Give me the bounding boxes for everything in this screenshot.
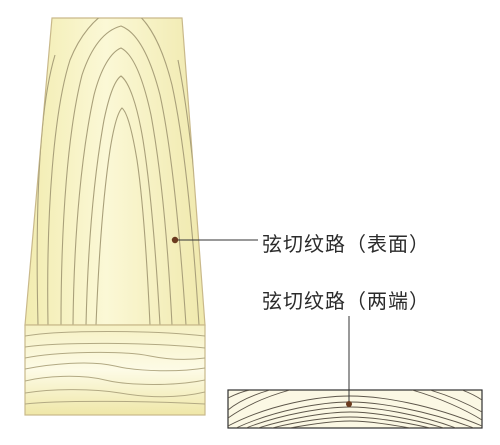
cross-section-board — [227, 389, 483, 429]
grain-arch-4 — [60, 25, 187, 325]
leader-surface — [171, 236, 258, 244]
marker-dot-surface — [171, 236, 179, 244]
end-grain-face — [24, 324, 206, 416]
plank-end-grain — [24, 324, 206, 416]
grain-arch-1 — [95, 107, 151, 325]
grain-arch-5 — [47, 18, 200, 325]
plank-face — [24, 17, 206, 326]
grain-arch-3 — [72, 47, 173, 325]
label-surface-grain: 弦切纹路（表面） — [262, 232, 430, 256]
label-end-grain: 弦切纹路（两端） — [262, 289, 430, 313]
marker-dot-ends — [346, 401, 352, 407]
leader-ends — [346, 316, 352, 407]
grain-arch-2 — [85, 75, 161, 325]
